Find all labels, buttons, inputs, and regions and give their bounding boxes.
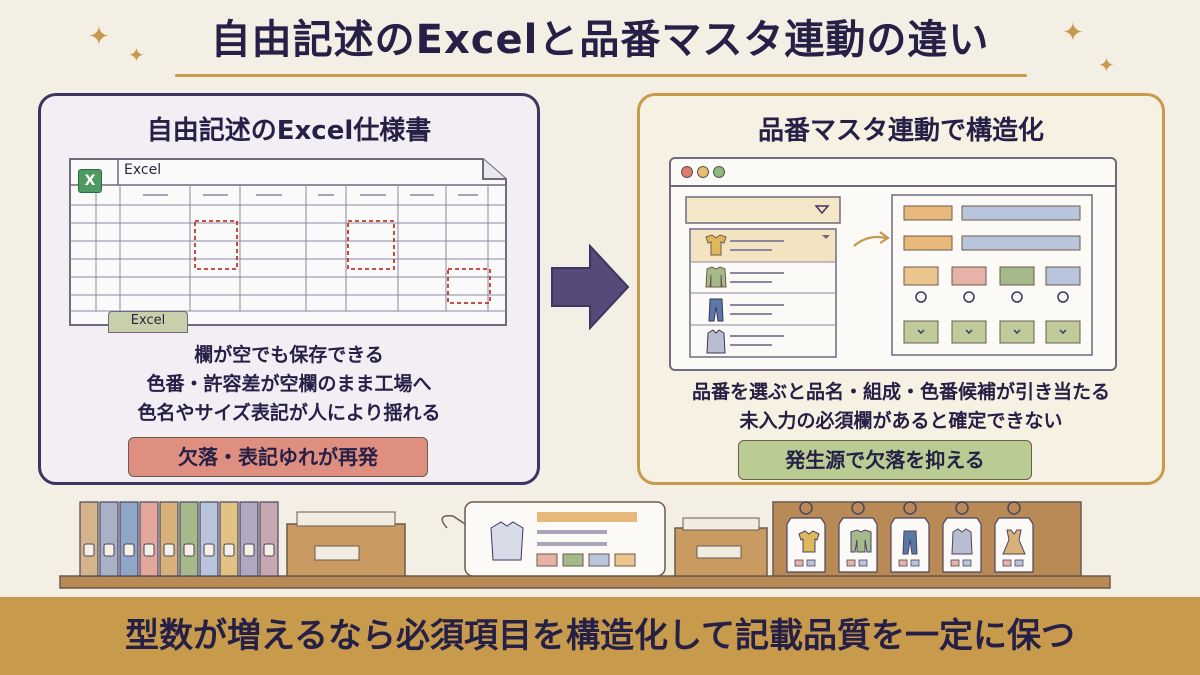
left-line: 色名やサイズ表記が人により揺れる (137, 402, 441, 424)
product-picker[interactable] (684, 195, 844, 364)
left-badge: 欠落・表記ゆれが再発 (128, 437, 428, 477)
detail-form (890, 193, 1096, 362)
pants-icon (708, 298, 724, 322)
page-title: 自由記述のExcelと品番マスタ連動の違い (210, 17, 990, 63)
jacket-icon (706, 329, 726, 354)
title-bar-divider (671, 185, 1115, 187)
right-badge: 発生源で欠落を抑える (738, 440, 1032, 480)
tshirt-icon (798, 530, 820, 553)
dress-icon (1002, 529, 1026, 555)
jacket-icon (951, 528, 973, 555)
excel-grid-drawing (69, 158, 507, 326)
excel-icon: X (78, 169, 102, 193)
title-underline (175, 74, 1027, 77)
close-dot-icon (681, 166, 693, 178)
excel-spreadsheet (68, 157, 508, 332)
sparkle-icon: ✦ (1098, 53, 1115, 77)
shelf-illustration (55, 494, 1115, 598)
right-arrow-icon (550, 243, 630, 334)
left-line: 色番・許容差が空欄のまま工場へ (146, 373, 432, 395)
excel-window-tab: Excel (124, 162, 162, 178)
minimize-dot-icon (697, 166, 709, 178)
footer-message: 型数が増えるなら必須項目を構造化して記載品質を一定に保つ (0, 597, 1200, 675)
pants-icon (902, 530, 918, 555)
sweater-icon (705, 266, 727, 288)
right-line: 品番を選ぶと品名・組成・色番候補が引き当たる (691, 381, 1110, 403)
right-description: 品番を選ぶと品名・組成・色番候補が引き当たる 未入力の必須欄があると確定できない (637, 378, 1165, 436)
maximize-dot-icon (713, 166, 725, 178)
sweater-icon (850, 529, 872, 553)
right-panel-title: 品番マスタ連動で構造化 (757, 116, 1044, 146)
left-panel-title: 自由記述のExcel仕様書 (146, 116, 432, 146)
left-description: 欄が空でも保存できる 色番・許容差が空欄のまま工場へ 色名やサイズ表記が人により… (38, 341, 540, 428)
sparkle-icon: ✦ (128, 43, 145, 67)
sparkle-icon: ✦ (88, 22, 110, 52)
dropdown-icon (814, 205, 830, 215)
sheet-tab: Excel (108, 311, 188, 333)
tshirt-icon (705, 234, 727, 256)
left-line: 欄が空でも保存できる (194, 344, 384, 366)
sparkle-icon: ✦ (1062, 18, 1084, 48)
right-line: 未入力の必須欄があると確定できない (739, 410, 1063, 432)
link-arrow-icon (852, 226, 892, 256)
shirt-icon (490, 521, 524, 561)
binders (79, 501, 279, 577)
